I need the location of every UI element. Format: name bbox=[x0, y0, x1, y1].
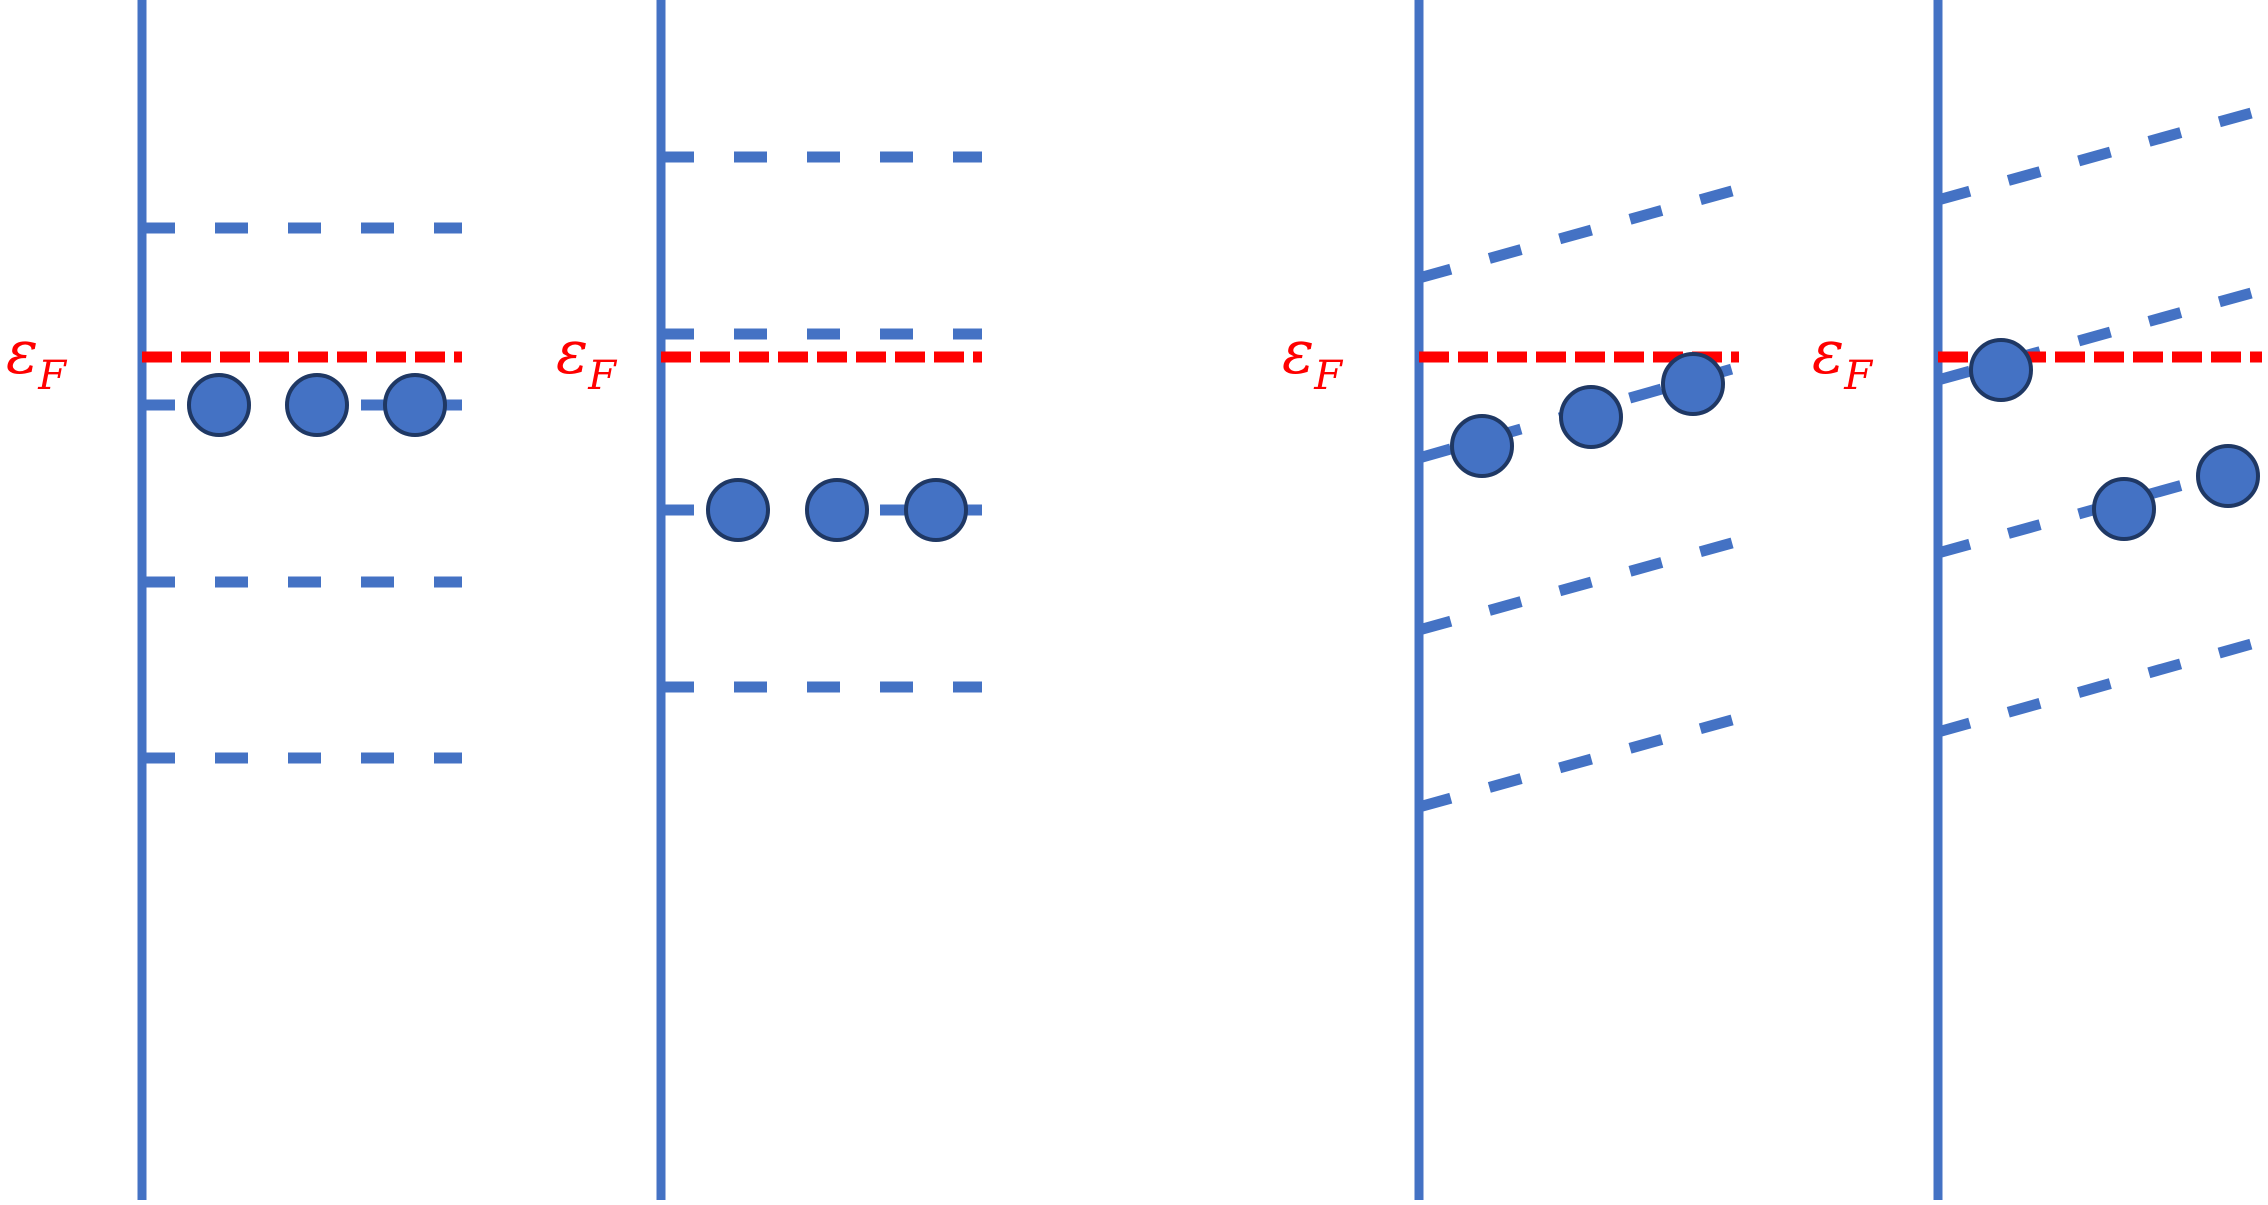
panel-4-electron-3 bbox=[2196, 444, 2260, 508]
panel-1-electron-2 bbox=[285, 373, 349, 437]
panel-2-fermi-symbol: ε bbox=[556, 318, 588, 388]
panel-1-fermi-label: εF bbox=[6, 318, 67, 399]
panel-4-level-2-occupied bbox=[1936, 284, 2264, 386]
panel-3-electron-1 bbox=[1450, 414, 1514, 478]
panel-4: εF bbox=[1812, 0, 2264, 1200]
panel-3-fermi-subscript: F bbox=[1313, 353, 1343, 399]
panel-1-fermi-symbol: ε bbox=[6, 318, 38, 388]
panel-4-level-1 bbox=[1936, 104, 2264, 206]
panel-2: εF bbox=[556, 0, 982, 1200]
panel-3-fermi-label: εF bbox=[1282, 318, 1343, 399]
panel-4-fermi-symbol: ε bbox=[1812, 318, 1844, 388]
panel-4-fermi-label: εF bbox=[1812, 318, 1873, 399]
panel-3-level-1 bbox=[1417, 183, 1741, 284]
panel-1-electron-1 bbox=[187, 373, 251, 437]
panel-4-level-4 bbox=[1936, 635, 2264, 738]
panel-3-electron-2 bbox=[1559, 385, 1623, 449]
panel-2-electron-1 bbox=[706, 478, 770, 542]
panel-3-level-4 bbox=[1417, 712, 1741, 813]
panel-2-fermi-subscript: F bbox=[587, 353, 617, 399]
panel-2-fermi-label: εF bbox=[556, 318, 617, 399]
panel-1: εF bbox=[6, 0, 462, 1200]
panel-1-fermi-subscript: F bbox=[37, 353, 67, 399]
panel-3-fermi-symbol: ε bbox=[1282, 318, 1314, 388]
panel-3: εF bbox=[1282, 0, 1741, 1200]
panel-3-electron-3 bbox=[1661, 352, 1725, 416]
panel-1-electron-3 bbox=[383, 373, 447, 437]
panel-4-electron-1 bbox=[1969, 338, 2033, 402]
panel-3-level-3 bbox=[1417, 535, 1741, 636]
panel-4-fermi-subscript: F bbox=[1843, 353, 1873, 399]
panel-4-electron-2 bbox=[2092, 477, 2156, 541]
panel-2-electron-3 bbox=[904, 478, 968, 542]
panel-2-electron-2 bbox=[805, 478, 869, 542]
